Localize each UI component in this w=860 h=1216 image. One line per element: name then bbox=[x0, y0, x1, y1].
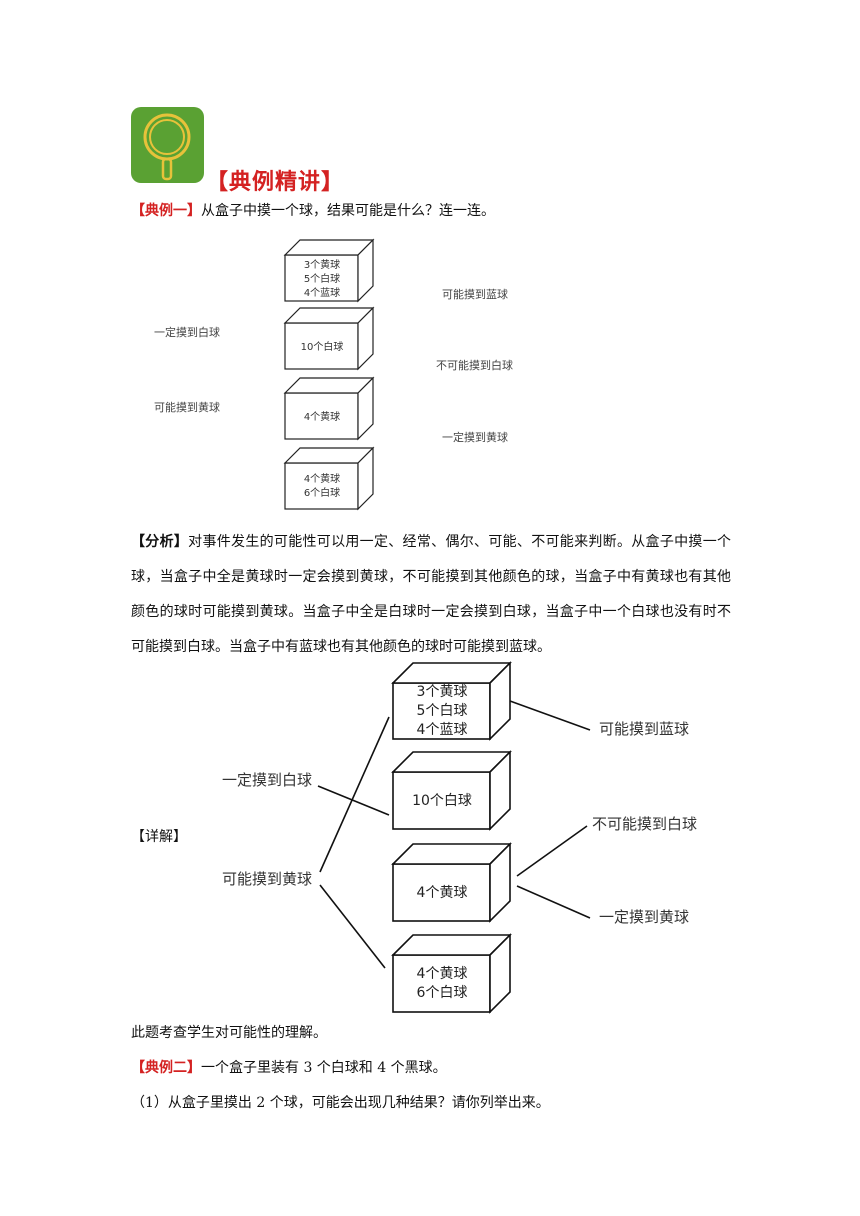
summary-text: 此题考查学生对可能性的理解。 bbox=[131, 1025, 327, 1041]
sol-box1-line2: 5个白球 bbox=[417, 703, 468, 719]
diagram-box-2 bbox=[283, 306, 375, 371]
sol-box3-line1: 4个黄球 bbox=[417, 884, 468, 901]
analysis-text: 对事件发生的可能性可以用一定、经常、偶尔、可能、不可能来判断。从盒子中摸一个球，… bbox=[131, 534, 731, 655]
sol-left-label-1: 一定摸到白球 bbox=[222, 771, 312, 789]
example2-question-text: 一个盒子里装有 3 个白球和 4 个黑球。 bbox=[201, 1060, 447, 1076]
right-label-2: 不可能摸到白球 bbox=[436, 358, 513, 372]
detail-tag: 【详解】 bbox=[131, 829, 187, 845]
sol-box1-line3: 4个蓝球 bbox=[417, 722, 468, 738]
example2-tag: 【典例二】 bbox=[131, 1060, 201, 1076]
example1-question-text: 从盒子中摸一个球，结果可能是什么？连一连。 bbox=[201, 203, 495, 219]
box2-line1: 10个白球 bbox=[301, 340, 344, 353]
sol-left-label-2: 可能摸到黄球 bbox=[222, 870, 312, 888]
right-label-3: 一定摸到黄球 bbox=[442, 430, 508, 444]
analysis-tag: 【分析】 bbox=[131, 534, 189, 550]
example2-subquestion-1: （1）从盒子里摸出 2 个球，可能会出现几种结果？请你列举出来。 bbox=[131, 1095, 550, 1111]
sol-right-label-2: 不可能摸到白球 bbox=[592, 815, 697, 833]
example1-question: 【典例一】从盒子中摸一个球，结果可能是什么？连一连。 bbox=[131, 201, 495, 221]
example1-tag: 【典例一】 bbox=[131, 203, 201, 219]
sol-box2-line1: 10个白球 bbox=[412, 793, 472, 809]
solution-box-2 bbox=[391, 750, 512, 831]
box1-line1: 3个黄球 bbox=[304, 258, 340, 271]
connecting-lines bbox=[317, 700, 591, 969]
box4-line1: 4个黄球 bbox=[304, 472, 340, 485]
sol-box4-line2: 6个白球 bbox=[417, 985, 468, 1001]
sol-right-label-1: 可能摸到蓝球 bbox=[599, 720, 689, 738]
sol-box4-line1: 4个黄球 bbox=[417, 965, 468, 982]
analysis-paragraph: 【分析】对事件发生的可能性可以用一定、经常、偶尔、可能、不可能来判断。从盒子中摸… bbox=[131, 525, 731, 665]
diagram-box-3 bbox=[283, 376, 375, 441]
box3-line1: 4个黄球 bbox=[304, 410, 340, 423]
diagram-box-1 bbox=[283, 238, 375, 303]
magnifier-icon bbox=[131, 107, 204, 183]
sol-right-label-3: 一定摸到黄球 bbox=[599, 908, 689, 926]
sol-box1-line1: 3个黄球 bbox=[417, 683, 468, 700]
diagram-box-4 bbox=[283, 446, 375, 511]
example2-question: 【典例二】一个盒子里装有 3 个白球和 4 个黑球。 bbox=[131, 1058, 447, 1078]
box1-line2: 5个白球 bbox=[304, 272, 340, 285]
left-label-2: 可能摸到黄球 bbox=[154, 400, 220, 414]
solution-box-3 bbox=[391, 842, 512, 923]
box4-line2: 6个白球 bbox=[304, 486, 340, 499]
solution-box-1 bbox=[391, 661, 512, 741]
right-label-1: 可能摸到蓝球 bbox=[442, 287, 508, 301]
solution-box-4 bbox=[391, 933, 512, 1014]
left-label-1: 一定摸到白球 bbox=[154, 325, 220, 339]
box1-line3: 4个蓝球 bbox=[304, 286, 340, 299]
section-title: 【典例精讲】 bbox=[206, 170, 345, 195]
